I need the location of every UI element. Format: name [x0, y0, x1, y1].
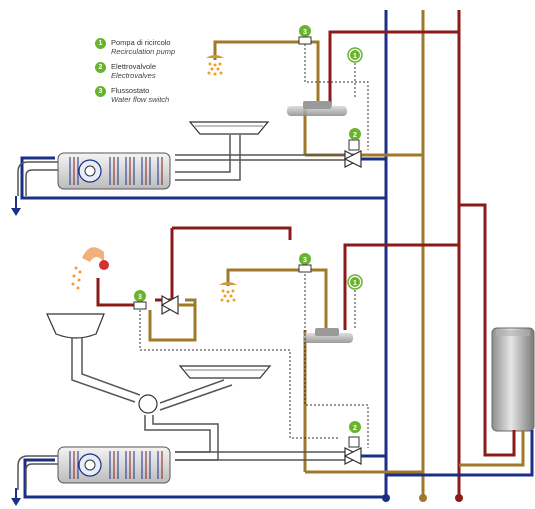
svg-text:1: 1 [353, 53, 357, 60]
upper-drain-outlet [17, 161, 58, 196]
lower-instant-heater [57, 446, 171, 484]
kitchen-sink [46, 313, 105, 339]
lower-drain-arrow [11, 488, 21, 506]
upper-control-lines [304, 36, 369, 150]
legend-label: Pompa di ricircolo [111, 38, 171, 47]
recirc-riser-end [419, 494, 427, 502]
upper-hot-branch [328, 10, 461, 108]
legend-label: Flussostato [111, 86, 150, 95]
main-risers [382, 10, 463, 502]
legend-badge-1: 1 [95, 38, 106, 49]
svg-text:3: 3 [138, 294, 142, 301]
lower-recirc-branch [148, 268, 423, 474]
hot-riser-end [455, 494, 463, 502]
svg-text:3: 3 [303, 257, 307, 264]
upper-recirculation-pump [287, 101, 347, 116]
badge-valve-lower: 2 [349, 421, 361, 433]
lower-drain-outlet [17, 455, 58, 490]
lower-hot-branch [96, 226, 459, 330]
water-heater-tank [491, 327, 535, 432]
upper-shower-supply [213, 40, 423, 157]
badge-switch-lower: 3 [298, 253, 312, 273]
legend-badge-3: 3 [95, 86, 106, 97]
legend-badge-2: 2 [95, 62, 106, 73]
legend-item-pump: 1 Pompa di ricircolo Recirculation pump [95, 38, 245, 56]
lower-control-lines [139, 270, 369, 448]
lower-cold-line [23, 458, 386, 499]
svg-text:2: 2 [353, 132, 357, 139]
lower-recirculation-pump [303, 328, 353, 343]
legend-label: Elettrovalvole [111, 62, 157, 71]
upper-shower-head [206, 55, 224, 76]
badge-switch-upper: 3 [298, 25, 312, 45]
tank-connections [386, 203, 534, 477]
upper-cold-line [20, 156, 386, 200]
badge-pump-lower: 1 [347, 274, 363, 290]
svg-text:2: 2 [353, 425, 357, 432]
kitchen-valve [160, 294, 180, 316]
legend-item-valves: 2 Elettrovalvole Electrovalves [95, 62, 245, 80]
svg-text:3: 3 [303, 29, 307, 36]
lower-drain-network [71, 337, 345, 461]
upper-washbasin [188, 121, 270, 135]
legend-label-en: Electrovalves [111, 71, 156, 80]
kitchen-faucet [71, 247, 109, 290]
lower-washbasin [178, 365, 272, 379]
lower-shower-head [219, 282, 237, 303]
badge-switch-kitchen: 3 [133, 290, 147, 310]
svg-text:1: 1 [353, 280, 357, 287]
upper-drain [175, 135, 350, 181]
badge-valve-upper: 2 [349, 128, 361, 140]
drain-junction [138, 394, 158, 414]
legend: 1 Pompa di ricircolo Recirculation pump … [95, 38, 245, 110]
lower-electrovalve [343, 436, 363, 465]
badge-pump-upper: 1 [347, 47, 363, 63]
legend-item-flow-switch: 3 Flussostato Water flow switch [95, 86, 245, 104]
legend-label-en: Recirculation pump [111, 47, 176, 56]
legend-label-en: Water flow switch [111, 95, 170, 104]
upper-instant-heater [57, 152, 171, 190]
upper-drain-arrow [11, 196, 21, 216]
